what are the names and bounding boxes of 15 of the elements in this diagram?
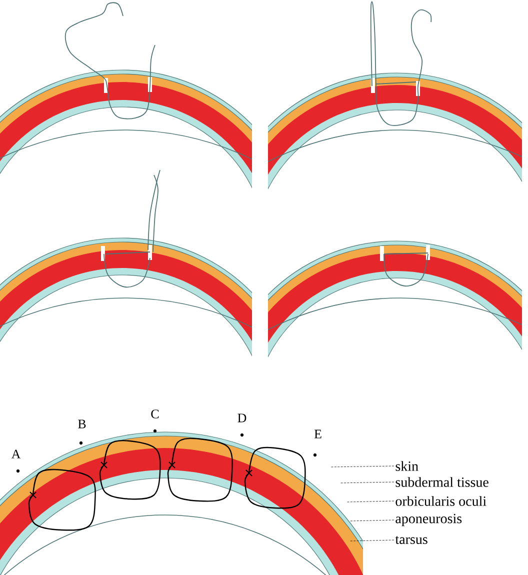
point-letter: A xyxy=(11,450,21,458)
leader-line xyxy=(340,482,394,484)
layer-label: subdermal tissue xyxy=(396,477,488,487)
layer-label: skin xyxy=(396,461,418,471)
point-letter: C xyxy=(151,410,159,418)
point-letter: D xyxy=(238,414,246,422)
layer-label: tarsus xyxy=(395,536,428,544)
layer-label: aponeurosis xyxy=(396,514,462,526)
leader-line xyxy=(350,540,394,542)
point-letter: E xyxy=(314,430,322,438)
leader-line xyxy=(330,466,394,468)
leader-line xyxy=(350,520,394,522)
layer-label: orbicularis oculi xyxy=(396,496,486,506)
point-letter: B xyxy=(78,420,86,428)
leader-line xyxy=(346,500,394,502)
